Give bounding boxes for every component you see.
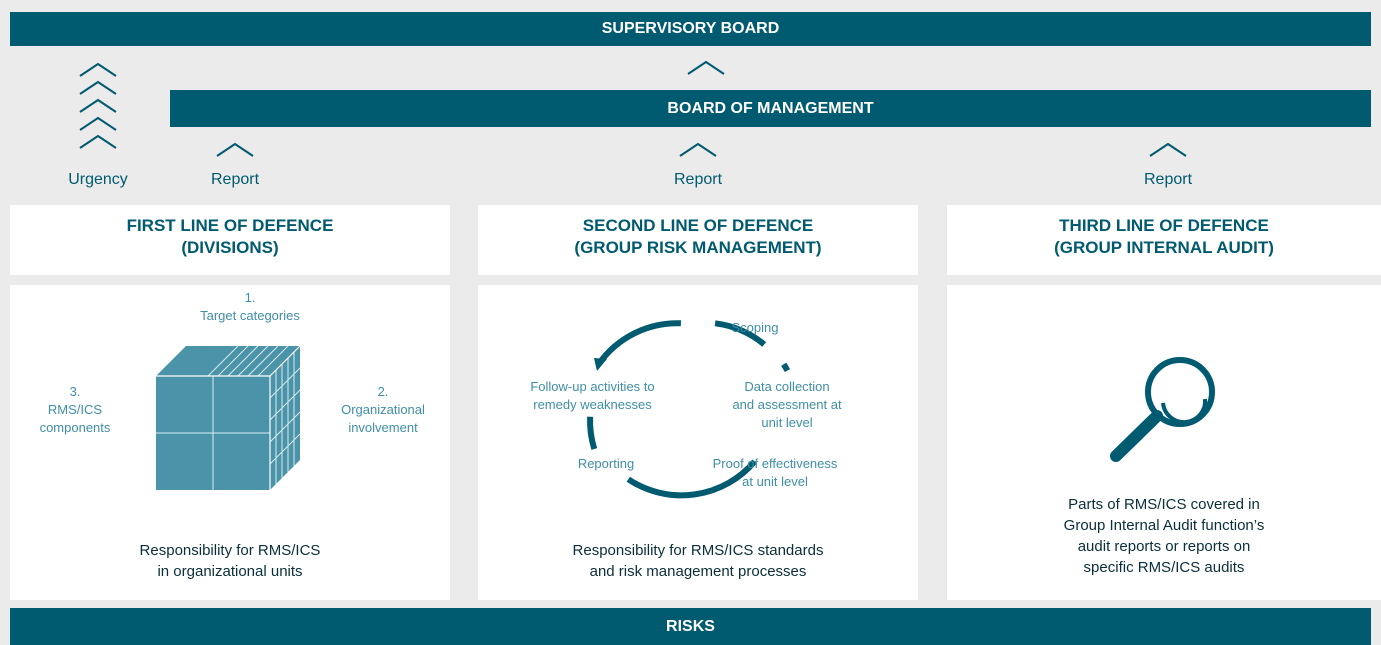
- report-label-third: Report: [1143, 171, 1193, 188]
- organizational-involvement-label: 2. Organizational involvement: [341, 384, 425, 435]
- third-line-caption: Parts of RMS/ICS covered in Group Intern…: [1063, 496, 1265, 576]
- risks-label: RISKS: [666, 617, 715, 635]
- target-categories-label: 1. Target categories: [200, 290, 300, 323]
- third-line-header-panel: [947, 205, 1381, 275]
- report-label-first: Report: [210, 171, 260, 188]
- supervisory-board-label: SUPERVISORY BOARD: [601, 20, 780, 37]
- cube-icon: [156, 345, 301, 490]
- data-collection-label: Data collection and assessment at unit l…: [732, 379, 842, 430]
- third-line-title: THIRD LINE OF DEFENCE (GROUP INTERNAL AU…: [1054, 216, 1274, 257]
- first-line-caption: Responsibility for RMS/ICS in organizati…: [139, 542, 321, 580]
- second-line-title: SECOND LINE OF DEFENCE (GROUP RISK MANAG…: [574, 216, 822, 257]
- risks-bar: RISKS: [10, 608, 1371, 645]
- urgency-caret-icon: [79, 116, 117, 131]
- first-line-title: FIRST LINE OF DEFENCE (DIVISIONS): [126, 216, 334, 257]
- urgency-label: Urgency: [68, 171, 128, 188]
- second-line-caption: Responsibility for RMS/ICS standards and…: [572, 542, 824, 580]
- third-line-content-panel: [947, 285, 1381, 600]
- report-label-second: Report: [673, 171, 723, 188]
- process-cycle-diagram: [587, 320, 791, 499]
- cycle-arrowhead-icon: [594, 358, 607, 371]
- report-caret-icon: [216, 142, 254, 157]
- scoping-label: Scoping: [731, 320, 779, 335]
- board-of-management-label: BOARD OF MANAGEMENT: [667, 99, 874, 117]
- report-caret-icon: [679, 142, 717, 157]
- second-line-header-panel: [478, 205, 918, 275]
- proof-of-effectiveness-label: Proof of effectiveness at unit level: [712, 456, 838, 489]
- urgency-caret-icon: [79, 80, 117, 95]
- supervisory-board-bar: SUPERVISORY BOARD: [10, 12, 1371, 46]
- report-to-supervisory-caret-icon: [687, 60, 725, 75]
- follow-up-label: Follow-up activities to remedy weaknesse…: [530, 379, 655, 412]
- reporting-label: Reporting: [577, 456, 635, 471]
- second-line-content-panel: [478, 285, 918, 600]
- magnifying-glass-icon: [1110, 357, 1215, 462]
- urgency-caret-icon: [79, 134, 117, 149]
- components-label: 3. RMS/ICS components: [39, 384, 111, 435]
- urgency-caret-icon: [79, 62, 117, 77]
- report-caret-icon: [1149, 142, 1187, 157]
- first-line-header-panel: [10, 205, 450, 275]
- board-of-management-bar: BOARD OF MANAGEMENT: [170, 90, 1371, 127]
- urgency-caret-icon: [79, 98, 117, 113]
